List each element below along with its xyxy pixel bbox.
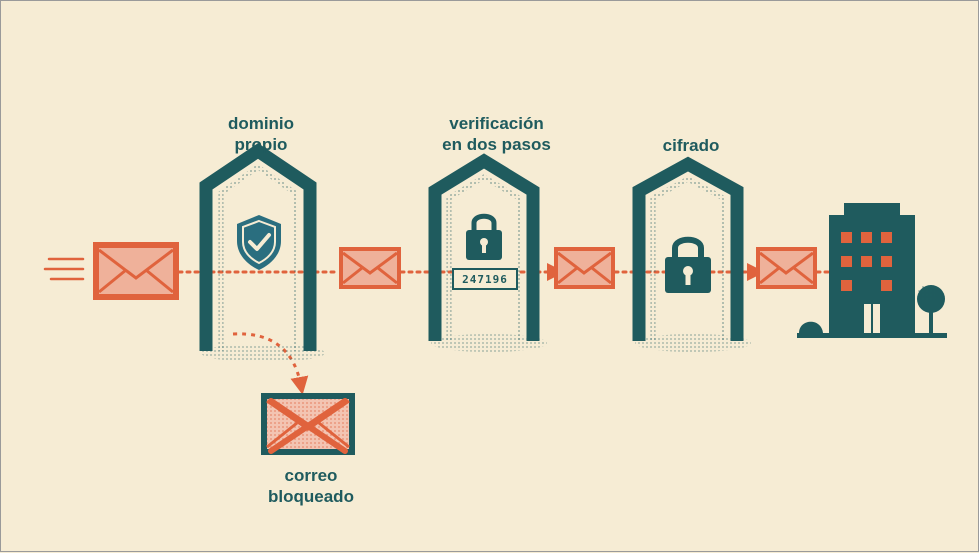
cross-mark — [268, 398, 348, 454]
padlock-icon — [466, 213, 502, 260]
blocked-mail-icon — [261, 393, 355, 455]
verification-code-box: 247196 — [452, 268, 518, 290]
padlock-icon — [665, 236, 711, 293]
blocked-label-line: bloqueado — [268, 487, 354, 506]
tree-icon — [917, 284, 945, 334]
stage-label-line: propio — [234, 135, 288, 154]
blocked-label-line: correo — [284, 466, 338, 485]
stage-label-encryption: cifrado — [636, 135, 746, 156]
shield-check-icon — [237, 215, 281, 270]
stage-label-line: cifrado — [662, 136, 720, 155]
two-factor-gate: 247196 — [428, 153, 547, 352]
stage-label-two-factor: verificación en dos pasos — [419, 113, 574, 155]
mail-icon — [93, 242, 179, 300]
speed-lines — [43, 257, 85, 281]
blocked-label: correo bloqueado — [251, 465, 371, 507]
encryption-gate — [632, 156, 751, 352]
building-icon — [797, 203, 947, 338]
stage-label-line: dominio — [227, 114, 295, 133]
stage-label-domain: dominio propio — [206, 113, 316, 155]
stage-label-line: en dos pasos — [442, 135, 551, 154]
verification-code: 247196 — [462, 273, 508, 286]
stage-label-line: verificación — [449, 114, 544, 133]
mail-icon — [756, 247, 817, 289]
mail-icon — [554, 247, 615, 289]
mail-icon — [339, 247, 401, 289]
domain-gate — [199, 143, 325, 362]
